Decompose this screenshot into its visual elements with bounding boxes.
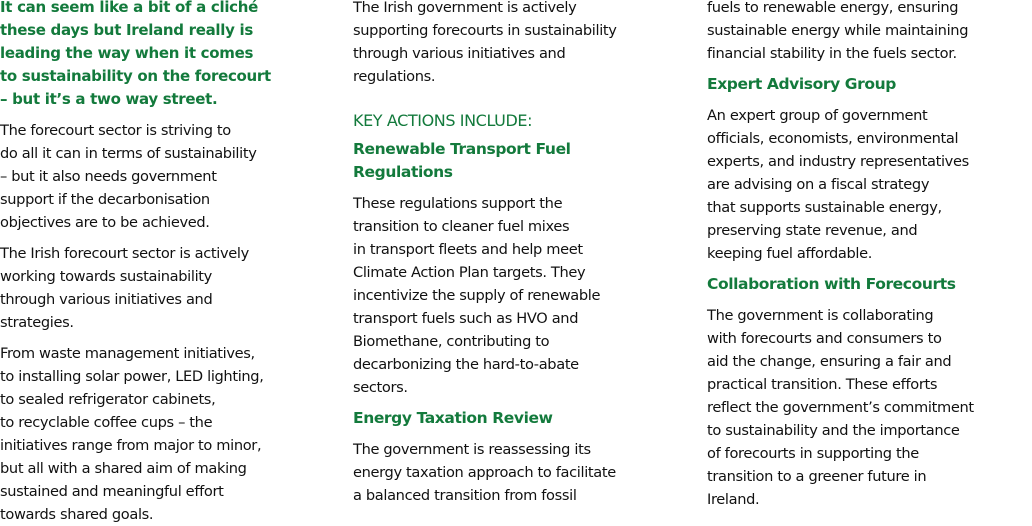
column-1: It can seem like a bit of a cliché these…: [0, 0, 335, 526]
intro-standfirst: It can seem like a bit of a cliché these…: [0, 0, 271, 108]
paragraph-energy-taxation-continued: fuels to renewable energy, ensuring sust…: [707, 0, 969, 62]
paragraph-expert-advisory-group: An expert group of government officials,…: [707, 107, 969, 262]
paragraph-forecourt-striving: The forecourt sector is striving to do a…: [0, 122, 257, 231]
paragraph-waste-management: From waste management initiatives, to in…: [0, 345, 264, 523]
paragraph-irish-forecourt-sector: The Irish forecourt sector is actively w…: [0, 245, 249, 331]
column-2: The Irish government is actively support…: [353, 0, 688, 507]
paragraph-energy-taxation: The government is reassessing its energy…: [353, 441, 616, 504]
heading-energy-taxation-review: Energy Taxation Review: [353, 409, 553, 427]
paragraph-collaboration: The government is collaborating with for…: [707, 307, 974, 508]
heading-renewable-transport-fuel: Renewable Transport Fuel Regulations: [353, 140, 571, 181]
key-actions-kicker: KEY ACTIONS INCLUDE:: [353, 111, 533, 130]
heading-collaboration-with-forecourts: Collaboration with Forecourts: [707, 275, 956, 293]
paragraph-rtf-regulations: These regulations support the transition…: [353, 195, 601, 396]
heading-expert-advisory-group: Expert Advisory Group: [707, 75, 896, 93]
column-3: fuels to renewable energy, ensuring sust…: [707, 0, 1032, 511]
paragraph-government-lead: The Irish government is actively support…: [353, 0, 617, 85]
